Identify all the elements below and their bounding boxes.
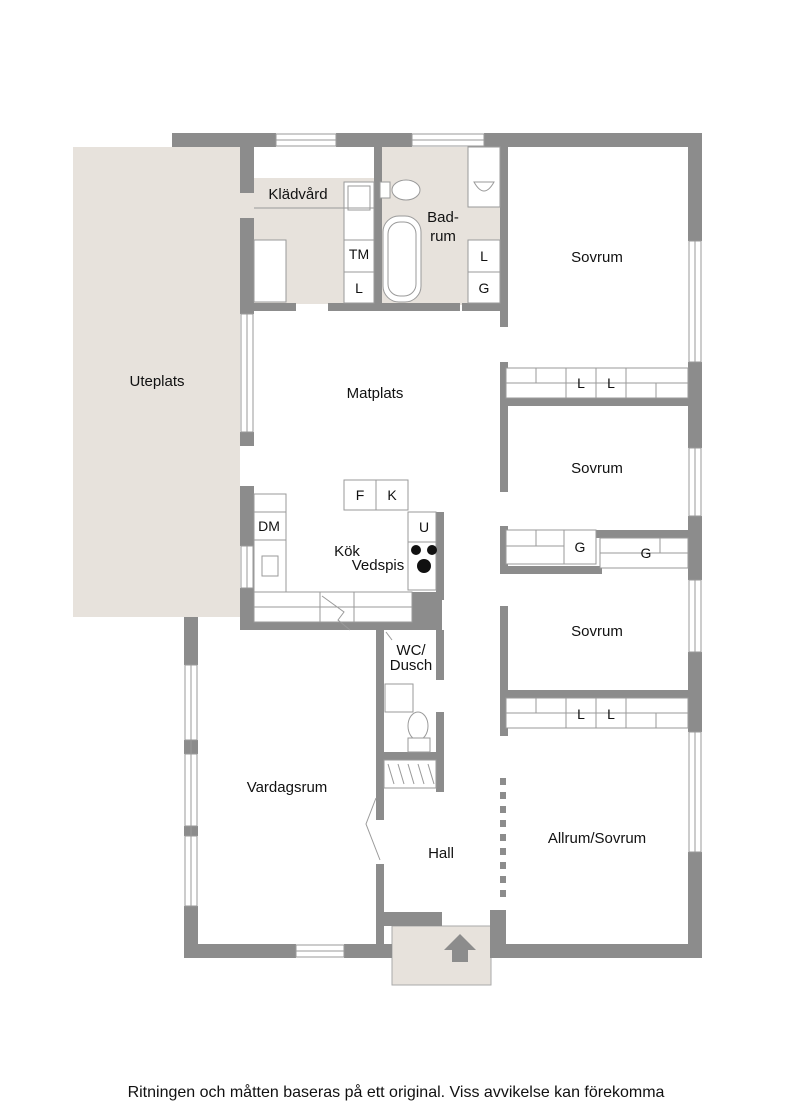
fixture-label-g: G xyxy=(479,280,490,296)
room-label-allrum: Allrum/Sovrum xyxy=(548,830,646,847)
room-label-kok: Kök xyxy=(334,543,360,560)
fixture-label-k: K xyxy=(387,487,397,503)
vedspis-burners xyxy=(411,545,437,573)
fixture-label-l: L xyxy=(577,706,585,722)
room-label-uteplats: Uteplats xyxy=(129,373,184,390)
fixture-label-g: G xyxy=(575,539,586,555)
room-label-kladvard: Klädvård xyxy=(268,186,327,203)
room-label-badrum-1: Bad- xyxy=(427,209,459,226)
dotted-partition xyxy=(500,778,506,897)
uteplats-area xyxy=(73,147,240,617)
interior-walls xyxy=(254,147,688,950)
entrance-step xyxy=(391,925,492,986)
fixture-label-l: L xyxy=(480,248,488,264)
room-label-vedspis: Vedspis xyxy=(352,557,405,574)
room-label-badrum-2: rum xyxy=(430,228,456,245)
fixture-label-l: L xyxy=(355,280,363,296)
room-label-wc-2: Dusch xyxy=(390,657,433,674)
room-label-matplats: Matplats xyxy=(347,385,404,402)
window-mullions xyxy=(190,139,696,952)
floor-plan: Klädvård Bad- rum Sovrum Uteplats Matpla… xyxy=(73,133,702,986)
fixture-label-l: L xyxy=(577,375,585,391)
fixture-label-l: L xyxy=(607,375,615,391)
entrance-arrow-icon xyxy=(444,934,476,962)
fixture-lines xyxy=(254,207,688,861)
fixture-label-g: G xyxy=(641,545,652,561)
disclaimer-text: Ritningen och måtten baseras på ett orig… xyxy=(127,1084,665,1101)
room-label-hall: Hall xyxy=(428,845,454,862)
fixture-label-dm: DM xyxy=(258,518,280,534)
fixture-label-u: U xyxy=(419,519,429,535)
fixture-label-tm: TM xyxy=(349,246,369,262)
room-label-sovrum-2: Sovrum xyxy=(571,460,623,477)
outer-walls xyxy=(172,133,702,958)
fixture-label-f: F xyxy=(356,487,365,503)
room-label-sovrum-1: Sovrum xyxy=(571,249,623,266)
room-label-vardagsrum: Vardagsrum xyxy=(247,779,328,796)
room-label-wc-1: WC/ xyxy=(396,642,426,659)
fixture-label-l: L xyxy=(607,706,615,722)
room-label-sovrum-3: Sovrum xyxy=(571,623,623,640)
